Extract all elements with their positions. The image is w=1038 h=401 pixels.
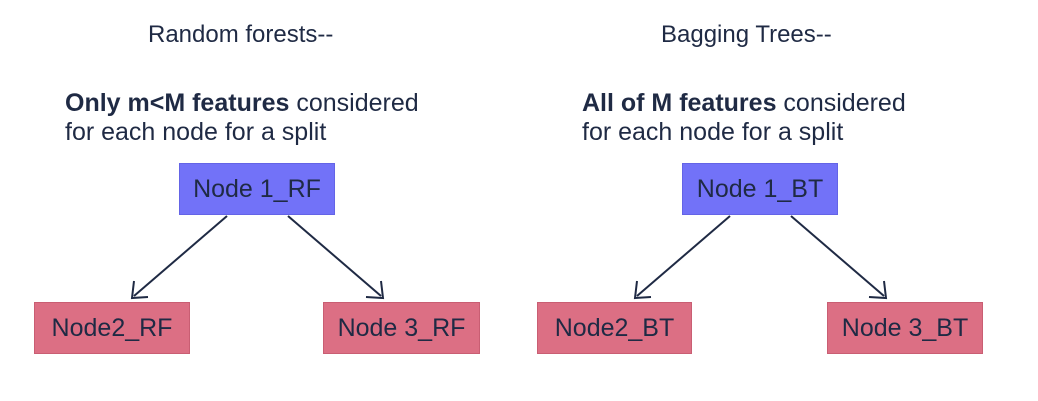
- description-rest: considered: [776, 89, 906, 117]
- edge-to-right-child: [790, 215, 885, 297]
- root-node: Node 1_BT: [682, 163, 838, 215]
- edge-to-left-child: [636, 215, 731, 297]
- description-bold: Only m<M features: [65, 89, 290, 117]
- description-line-2: for each node for a split: [582, 118, 844, 146]
- arrowhead-right: [868, 280, 888, 300]
- description-bold: All of M features: [582, 89, 777, 117]
- panel-description: All of M features considered for each no…: [582, 89, 906, 147]
- right-child-node: Node 3_BT: [827, 302, 983, 354]
- panel-heading: Random forests--: [148, 21, 334, 48]
- edge-to-right-child: [287, 215, 382, 297]
- right-child-node: Node 3_RF: [323, 302, 480, 354]
- description-rest: considered: [289, 89, 419, 117]
- panel-description: Only m<M features considered for each no…: [65, 89, 419, 147]
- description-line-1: All of M features considered: [582, 89, 906, 118]
- random-forest-panel: Random forests-- Only m<M features consi…: [34, 21, 480, 354]
- edge-to-left-child: [133, 215, 228, 297]
- arrowhead-left: [130, 280, 149, 300]
- arrowhead-right: [365, 280, 385, 300]
- left-child-node: Node2_RF: [34, 302, 190, 354]
- left-child-node: Node2_BT: [537, 302, 692, 354]
- bagging-trees-panel: Bagging Trees-- All of M features consid…: [519, 0, 1038, 401]
- panel-heading: Bagging Trees--: [661, 21, 832, 48]
- description-line-2: for each node for a split: [65, 118, 327, 146]
- description-line-1: Only m<M features considered: [65, 89, 419, 118]
- arrowhead-left: [633, 280, 652, 300]
- root-node: Node 1_RF: [179, 163, 335, 215]
